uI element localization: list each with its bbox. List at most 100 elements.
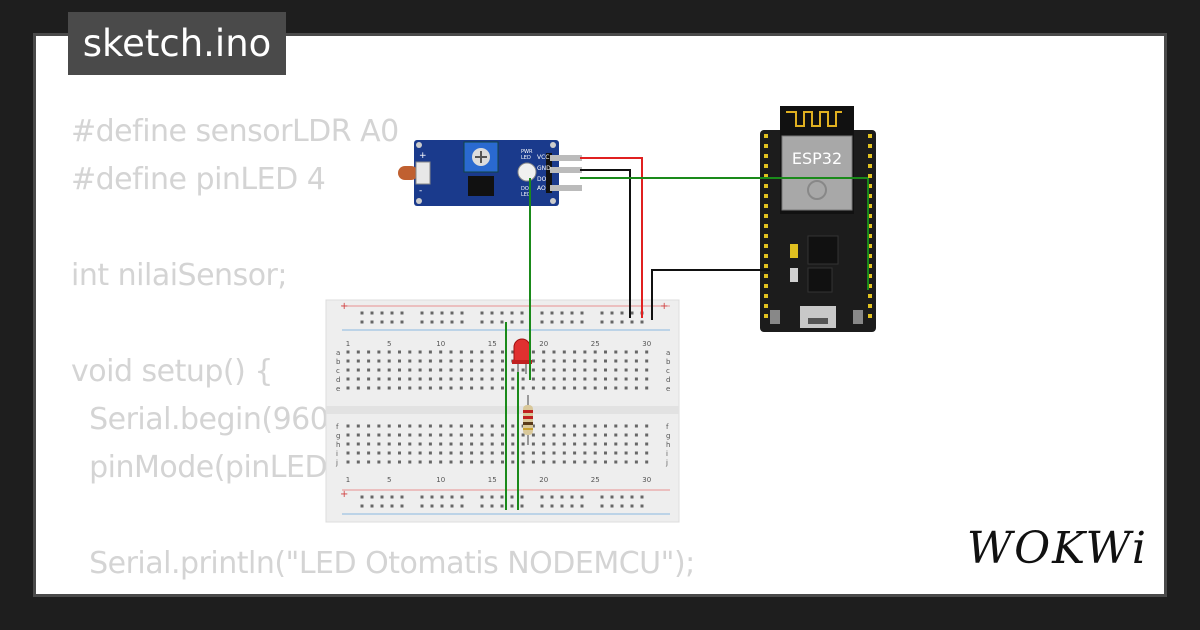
code-line: #define sensorLDR A0 — [71, 114, 399, 149]
esp32-pin[interactable] — [764, 234, 768, 238]
esp32-pin[interactable] — [868, 274, 872, 278]
esp32-pin[interactable] — [764, 214, 768, 218]
column-number: 1 — [346, 476, 350, 484]
esp32-pin[interactable] — [764, 204, 768, 208]
code-line: Serial.println("LED Otomatis NODEMCU"); — [71, 546, 695, 581]
esp32-pin[interactable] — [764, 264, 768, 268]
esp32-pin[interactable] — [868, 234, 872, 238]
esp32-pin[interactable] — [764, 224, 768, 228]
column-number: 25 — [591, 340, 600, 348]
esp32-devkit[interactable]: ESP32 — [760, 106, 876, 332]
wires — [505, 157, 869, 510]
esp32-pin[interactable] — [764, 274, 768, 278]
esp32-pin[interactable] — [868, 224, 872, 228]
esp32-pin[interactable] — [868, 194, 872, 198]
esp32-pin[interactable] — [764, 294, 768, 298]
column-number: 20 — [539, 340, 548, 348]
row-letter: j — [665, 459, 668, 467]
ldr-small-label: DO — [521, 186, 529, 192]
column-number: 15 — [488, 340, 497, 348]
row-letter: i — [666, 450, 668, 458]
sketch-filename-tab[interactable]: sketch.ino — [68, 12, 286, 75]
code-line: int nilaiSensor; — [71, 258, 287, 293]
column-number: 20 — [539, 476, 548, 484]
svg-text:+: + — [660, 301, 668, 312]
esp32-pin[interactable] — [764, 194, 768, 198]
esp32-pin[interactable] — [868, 154, 872, 158]
svg-text:-: - — [419, 186, 422, 196]
column-number: 1 — [346, 340, 350, 348]
column-number: 30 — [642, 340, 651, 348]
esp32-pin[interactable] — [868, 254, 872, 258]
esp32-pin[interactable] — [764, 144, 768, 148]
ldr-pin-label-vcc: VCC — [537, 154, 549, 161]
esp32-pin[interactable] — [868, 204, 872, 208]
ldr-small-label: PWR — [521, 149, 533, 155]
breadboard-holes — [346, 311, 649, 508]
esp32-pin[interactable] — [868, 264, 872, 268]
esp32-pin[interactable] — [764, 314, 768, 318]
column-number: 10 — [436, 340, 445, 348]
row-letter: h — [666, 441, 670, 449]
resistor[interactable] — [523, 395, 533, 445]
esp32-pin[interactable] — [868, 184, 872, 188]
svg-text:+: + — [419, 151, 427, 161]
esp32-pin[interactable] — [868, 244, 872, 248]
esp32-pin[interactable] — [764, 284, 768, 288]
wokwi-logo: WOKWi — [966, 523, 1148, 574]
esp32-pin-header-left — [764, 134, 768, 318]
esp32-pin[interactable] — [764, 304, 768, 308]
code-line: void setup() { — [71, 354, 273, 389]
ldr-pin-label-ao: AO — [537, 185, 546, 192]
row-letter: f — [666, 423, 669, 431]
esp32-pin[interactable] — [868, 294, 872, 298]
ldr-pin-label-do: DO — [537, 176, 547, 183]
code-line: #define pinLED 4 — [71, 162, 326, 197]
column-number: 10 — [436, 476, 445, 484]
row-letter: d — [666, 376, 670, 384]
row-letter: g — [666, 432, 670, 440]
wire-gnd2-black — [651, 269, 770, 320]
esp32-pin[interactable] — [868, 314, 872, 318]
esp32-pin[interactable] — [868, 214, 872, 218]
esp32-pin[interactable] — [868, 134, 872, 138]
wire-gnd-black — [580, 169, 631, 318]
esp32-pin[interactable] — [868, 174, 872, 178]
row-letter: g — [336, 432, 340, 440]
ldr-photoresistor — [398, 166, 418, 180]
row-letter: b — [666, 358, 671, 366]
column-number: 5 — [387, 476, 391, 484]
esp32-pin[interactable] — [764, 174, 768, 178]
esp32-pin[interactable] — [868, 284, 872, 288]
row-letter: a — [336, 349, 340, 357]
column-number: 15 — [488, 476, 497, 484]
column-number: 5 — [387, 340, 391, 348]
esp32-pin[interactable] — [764, 254, 768, 258]
code-line: Serial.begin(9600); — [71, 402, 368, 437]
esp32-pin[interactable] — [764, 184, 768, 188]
esp32-pin[interactable] — [764, 154, 768, 158]
ldr-small-label: LED — [521, 192, 531, 198]
ldr-sensor-module[interactable]: VCC GND DO AO PWR LED DO LED + - — [398, 140, 582, 206]
row-letter: c — [336, 367, 340, 375]
esp32-pin[interactable] — [868, 144, 872, 148]
row-letter: c — [666, 367, 670, 375]
esp32-pin-header-right — [868, 134, 872, 318]
esp32-pin[interactable] — [868, 164, 872, 168]
esp32-pin[interactable] — [764, 134, 768, 138]
ldr-pin-label-gnd: GND — [537, 165, 551, 172]
svg-text:+: + — [340, 489, 348, 500]
row-letter: i — [336, 450, 338, 458]
esp32-pin[interactable] — [764, 164, 768, 168]
esp32-pin[interactable] — [868, 304, 872, 308]
esp32-pin[interactable] — [764, 244, 768, 248]
svg-text:+: + — [340, 301, 348, 312]
esp32-label: ESP32 — [792, 149, 842, 168]
row-letter: d — [336, 376, 340, 384]
row-letter: h — [336, 441, 340, 449]
ldr-small-label: LED — [521, 155, 531, 161]
